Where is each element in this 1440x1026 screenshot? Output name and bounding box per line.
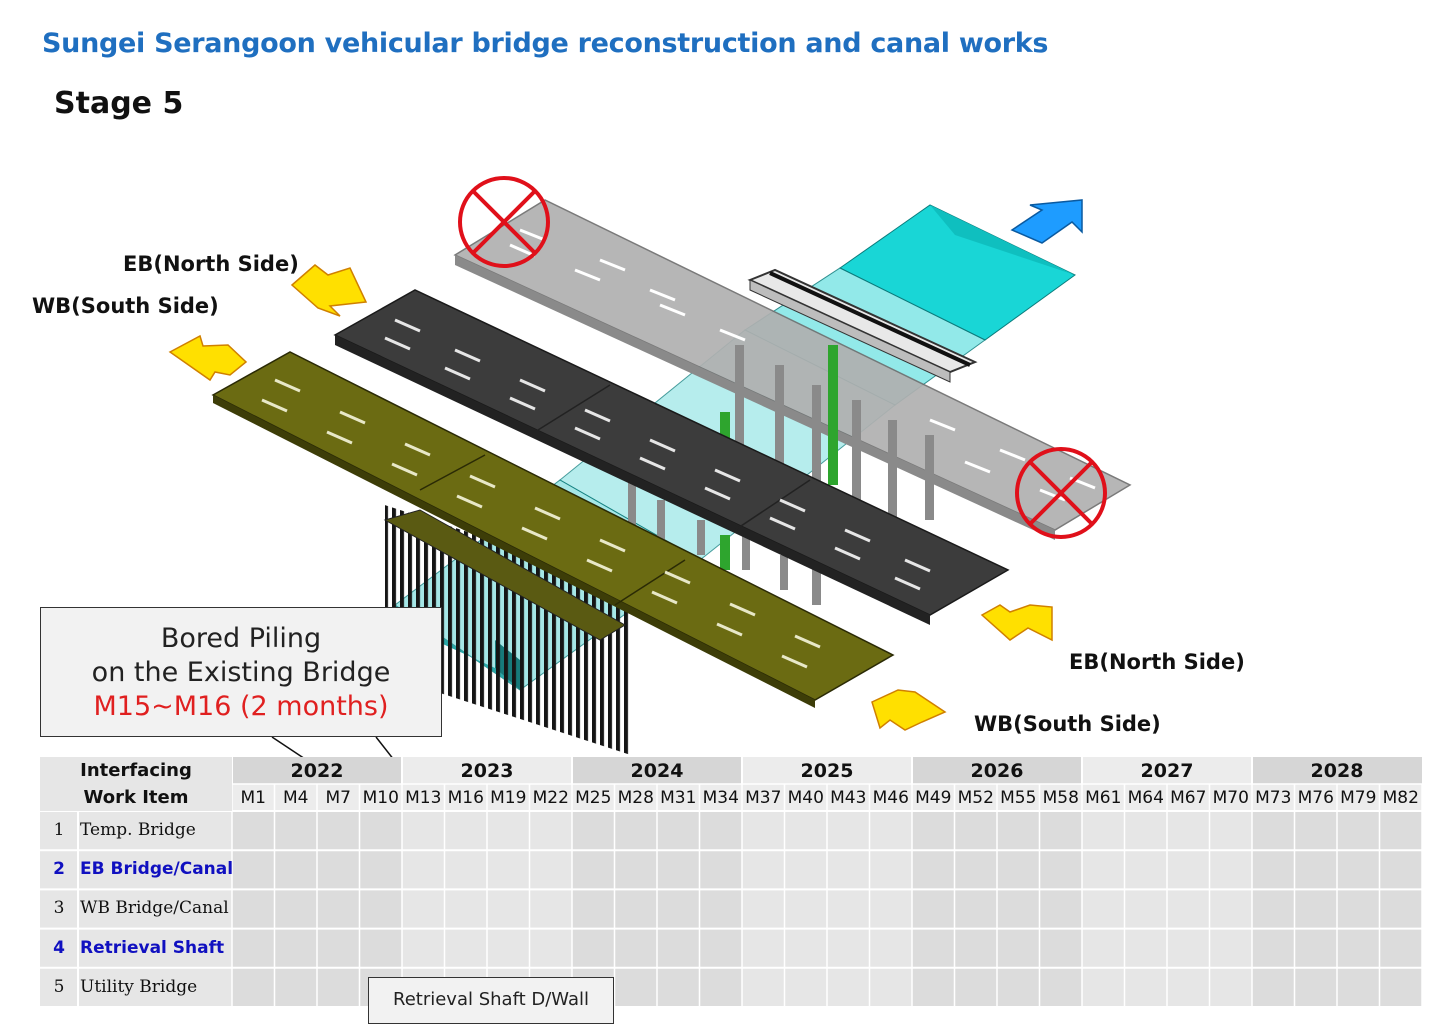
month-header: M4 bbox=[283, 788, 309, 808]
month-header: M46 bbox=[872, 788, 909, 808]
month-header: M43 bbox=[830, 788, 867, 808]
month-header: M19 bbox=[490, 788, 527, 808]
eb-new-bridge-deck bbox=[333, 289, 1010, 625]
row-work-item: EB Bridge/Canal bbox=[80, 859, 234, 880]
arrow-wb-bottom-icon bbox=[871, 689, 947, 731]
arrow-canal-flow-icon bbox=[1010, 199, 1083, 244]
month-header: M37 bbox=[745, 788, 782, 808]
month-header: M1 bbox=[240, 788, 266, 808]
month-header: M25 bbox=[575, 788, 612, 808]
wb-south-label-top: WB(South Side) bbox=[32, 294, 219, 318]
year-header: 2023 bbox=[460, 760, 514, 782]
row-number: 2 bbox=[53, 859, 65, 880]
month-header: M61 bbox=[1085, 788, 1122, 808]
month-header: M82 bbox=[1382, 788, 1419, 808]
month-header: M34 bbox=[702, 788, 739, 808]
row-work-item: Retrieval Shaft bbox=[80, 937, 225, 958]
year-header: 2027 bbox=[1140, 760, 1194, 782]
row-number: 3 bbox=[53, 898, 65, 919]
month-header: M16 bbox=[447, 788, 484, 808]
month-header: M70 bbox=[1212, 788, 1249, 808]
year-header: 2028 bbox=[1310, 760, 1364, 782]
existing-bridge-deck bbox=[453, 199, 1132, 540]
utility-bridge bbox=[747, 268, 978, 383]
month-header: M28 bbox=[617, 788, 654, 808]
bored-piling-callout: Bored Piling on the Existing Bridge M15~… bbox=[40, 607, 442, 737]
row-number: 5 bbox=[53, 976, 65, 997]
month-header: M64 bbox=[1127, 788, 1164, 808]
month-header: M7 bbox=[325, 788, 351, 808]
eb-north-label-top: EB(North Side) bbox=[123, 252, 299, 276]
month-header: M58 bbox=[1042, 788, 1079, 808]
year-header: 2024 bbox=[630, 760, 684, 782]
arrow-eb-bottom-icon bbox=[980, 604, 1053, 642]
year-header: 2026 bbox=[970, 760, 1024, 782]
row-work-item: Utility Bridge bbox=[80, 976, 198, 997]
month-header: M49 bbox=[915, 788, 952, 808]
month-header: M67 bbox=[1170, 788, 1207, 808]
row-work-item: Temp. Bridge bbox=[80, 820, 196, 840]
page-title: Sungei Serangoon vehicular bridge recons… bbox=[42, 28, 1049, 59]
header-line2: Work Item bbox=[83, 787, 189, 808]
row-work-item: WB Bridge/Canal bbox=[80, 898, 229, 919]
arrow-wb-top-icon bbox=[168, 334, 248, 382]
gantt-header-work-item: Interfacing Work Item bbox=[40, 757, 232, 811]
arrow-eb-top-icon bbox=[290, 264, 368, 317]
month-header: M10 bbox=[362, 788, 399, 808]
gantt-grid bbox=[40, 757, 1422, 1007]
row-number: 1 bbox=[53, 820, 65, 840]
month-header: M13 bbox=[405, 788, 442, 808]
wb-south-label-bottom: WB(South Side) bbox=[974, 712, 1161, 736]
month-header: M55 bbox=[1000, 788, 1037, 808]
row-number: 4 bbox=[53, 937, 65, 958]
month-header: M76 bbox=[1297, 788, 1334, 808]
month-header: M79 bbox=[1340, 788, 1377, 808]
month-header: M73 bbox=[1255, 788, 1292, 808]
closed-sign-icon bbox=[458, 176, 550, 268]
callout-line2: on the Existing Bridge bbox=[91, 657, 391, 688]
eb-north-label-bottom: EB(North Side) bbox=[1069, 650, 1245, 674]
month-header: M52 bbox=[957, 788, 994, 808]
year-header: 2022 bbox=[290, 760, 344, 782]
callout-line1: Bored Piling bbox=[160, 623, 322, 654]
month-header: M22 bbox=[532, 788, 569, 808]
year-header: 2025 bbox=[800, 760, 854, 782]
month-header: M31 bbox=[660, 788, 697, 808]
stage-label: Stage 5 bbox=[54, 86, 184, 121]
wb-new-bridge-deck bbox=[211, 351, 895, 708]
closed-sign-icon bbox=[1015, 447, 1107, 539]
header-line1: Interfacing bbox=[80, 760, 192, 781]
retrieval-shaft-dwall-callout: Retrieval Shaft D/Wall bbox=[368, 977, 614, 1024]
month-header: M40 bbox=[787, 788, 824, 808]
interfacing-schedule-gantt: Interfacing Work Item 2022 2023 2024 2025 20… bbox=[40, 757, 1422, 1007]
callout-duration: M15~M16 (2 months) bbox=[93, 691, 389, 722]
